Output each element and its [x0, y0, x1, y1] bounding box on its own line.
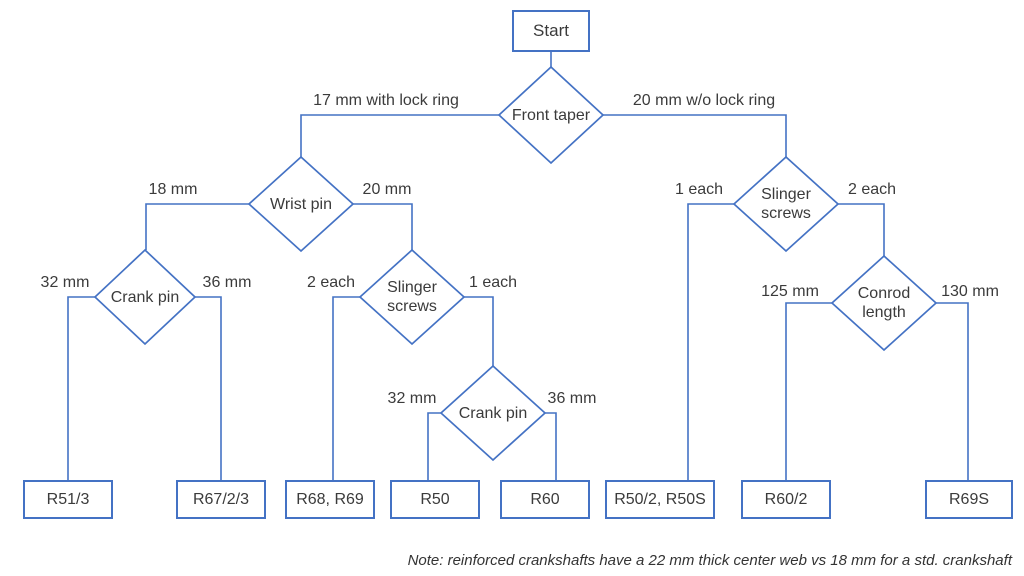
connector-conrod-r60-2 — [785, 302, 832, 482]
decision-front-taper-shape — [497, 65, 605, 165]
edge-label-130mm: 130 mm — [941, 283, 999, 300]
decision-conrod-label: Conrod length — [857, 285, 911, 321]
connector-slinger-right-conrod — [838, 203, 885, 256]
decision-conrod-shape — [830, 254, 938, 352]
connector-crank-pin-mid-r60 — [545, 412, 557, 482]
connector-crank-pin-mid-r50 — [427, 412, 441, 482]
result-box-r69s: R69S — [925, 480, 1013, 519]
decision-crank-pin-mid-label: Crank pin — [458, 404, 528, 422]
edge-label-20mm: 20 mm — [362, 181, 412, 198]
decision-crank-pin-left-shape — [93, 248, 197, 346]
edge-label-32mm-left: 32 mm — [40, 274, 90, 291]
edge-label-1each-right: 1 each — [674, 181, 724, 198]
connector-front-taper-slinger-right — [603, 114, 787, 157]
edge-label-2each-right: 2 each — [847, 181, 897, 198]
result-box-r68-r69: R68, R69 — [285, 480, 375, 519]
edge-label-2each-mid: 2 each — [306, 274, 356, 291]
connector-slinger-right-r50-2 — [687, 203, 734, 482]
connector-slinger-mid-r68-r69 — [332, 296, 360, 482]
connector-conrod-r69s — [936, 302, 969, 482]
edge-label-20mm-wo-lock-ring: 20 mm w/o lock ring — [632, 92, 776, 109]
edge-label-1each-mid: 1 each — [468, 274, 518, 291]
connector-crank-pin-left-r51-3 — [67, 296, 95, 482]
decision-slinger-mid-label: Slinger screws — [387, 279, 437, 315]
connector-wrist-pin-crank-pin-left — [145, 203, 249, 250]
footnote-text: Note: reinforced crankshafts have a 22 m… — [407, 552, 1012, 569]
edge-label-36mm-mid: 36 mm — [547, 390, 597, 407]
decision-crank-pin-left-label: Crank pin — [110, 288, 180, 306]
connector-slinger-mid-crank-pin-mid — [464, 296, 494, 366]
edge-label-36mm-left: 36 mm — [202, 274, 252, 291]
decision-front-taper-label: Front taper — [511, 106, 591, 124]
result-box-r60-2: R60/2 — [741, 480, 831, 519]
connector-crank-pin-left-r67-2-3 — [195, 296, 222, 482]
edge-label-125mm: 125 mm — [761, 283, 819, 300]
decision-wrist-pin-shape — [247, 155, 355, 253]
decision-wrist-pin-label: Wrist pin — [270, 195, 332, 213]
result-box-r67-2-3: R67/2/3 — [176, 480, 266, 519]
edge-label-17mm-lock-ring: 17 mm with lock ring — [313, 92, 459, 109]
decision-slinger-right-shape — [732, 155, 840, 253]
result-box-r50-2-r50s: R50/2, R50S — [605, 480, 715, 519]
result-box-r50: R50 — [390, 480, 480, 519]
connector-wrist-pin-slinger-mid — [353, 203, 413, 250]
result-box-r60: R60 — [500, 480, 590, 519]
decision-crank-pin-mid-shape — [439, 364, 547, 462]
decision-slinger-mid-shape — [358, 248, 466, 346]
edge-label-32mm-mid: 32 mm — [387, 390, 437, 407]
edge-label-18mm: 18 mm — [148, 181, 198, 198]
start-node: Start — [512, 10, 590, 52]
result-box-r51-3: R51/3 — [23, 480, 113, 519]
connector-front-taper-wrist-pin — [300, 114, 499, 157]
decision-slinger-right-label: Slinger screws — [761, 186, 811, 222]
